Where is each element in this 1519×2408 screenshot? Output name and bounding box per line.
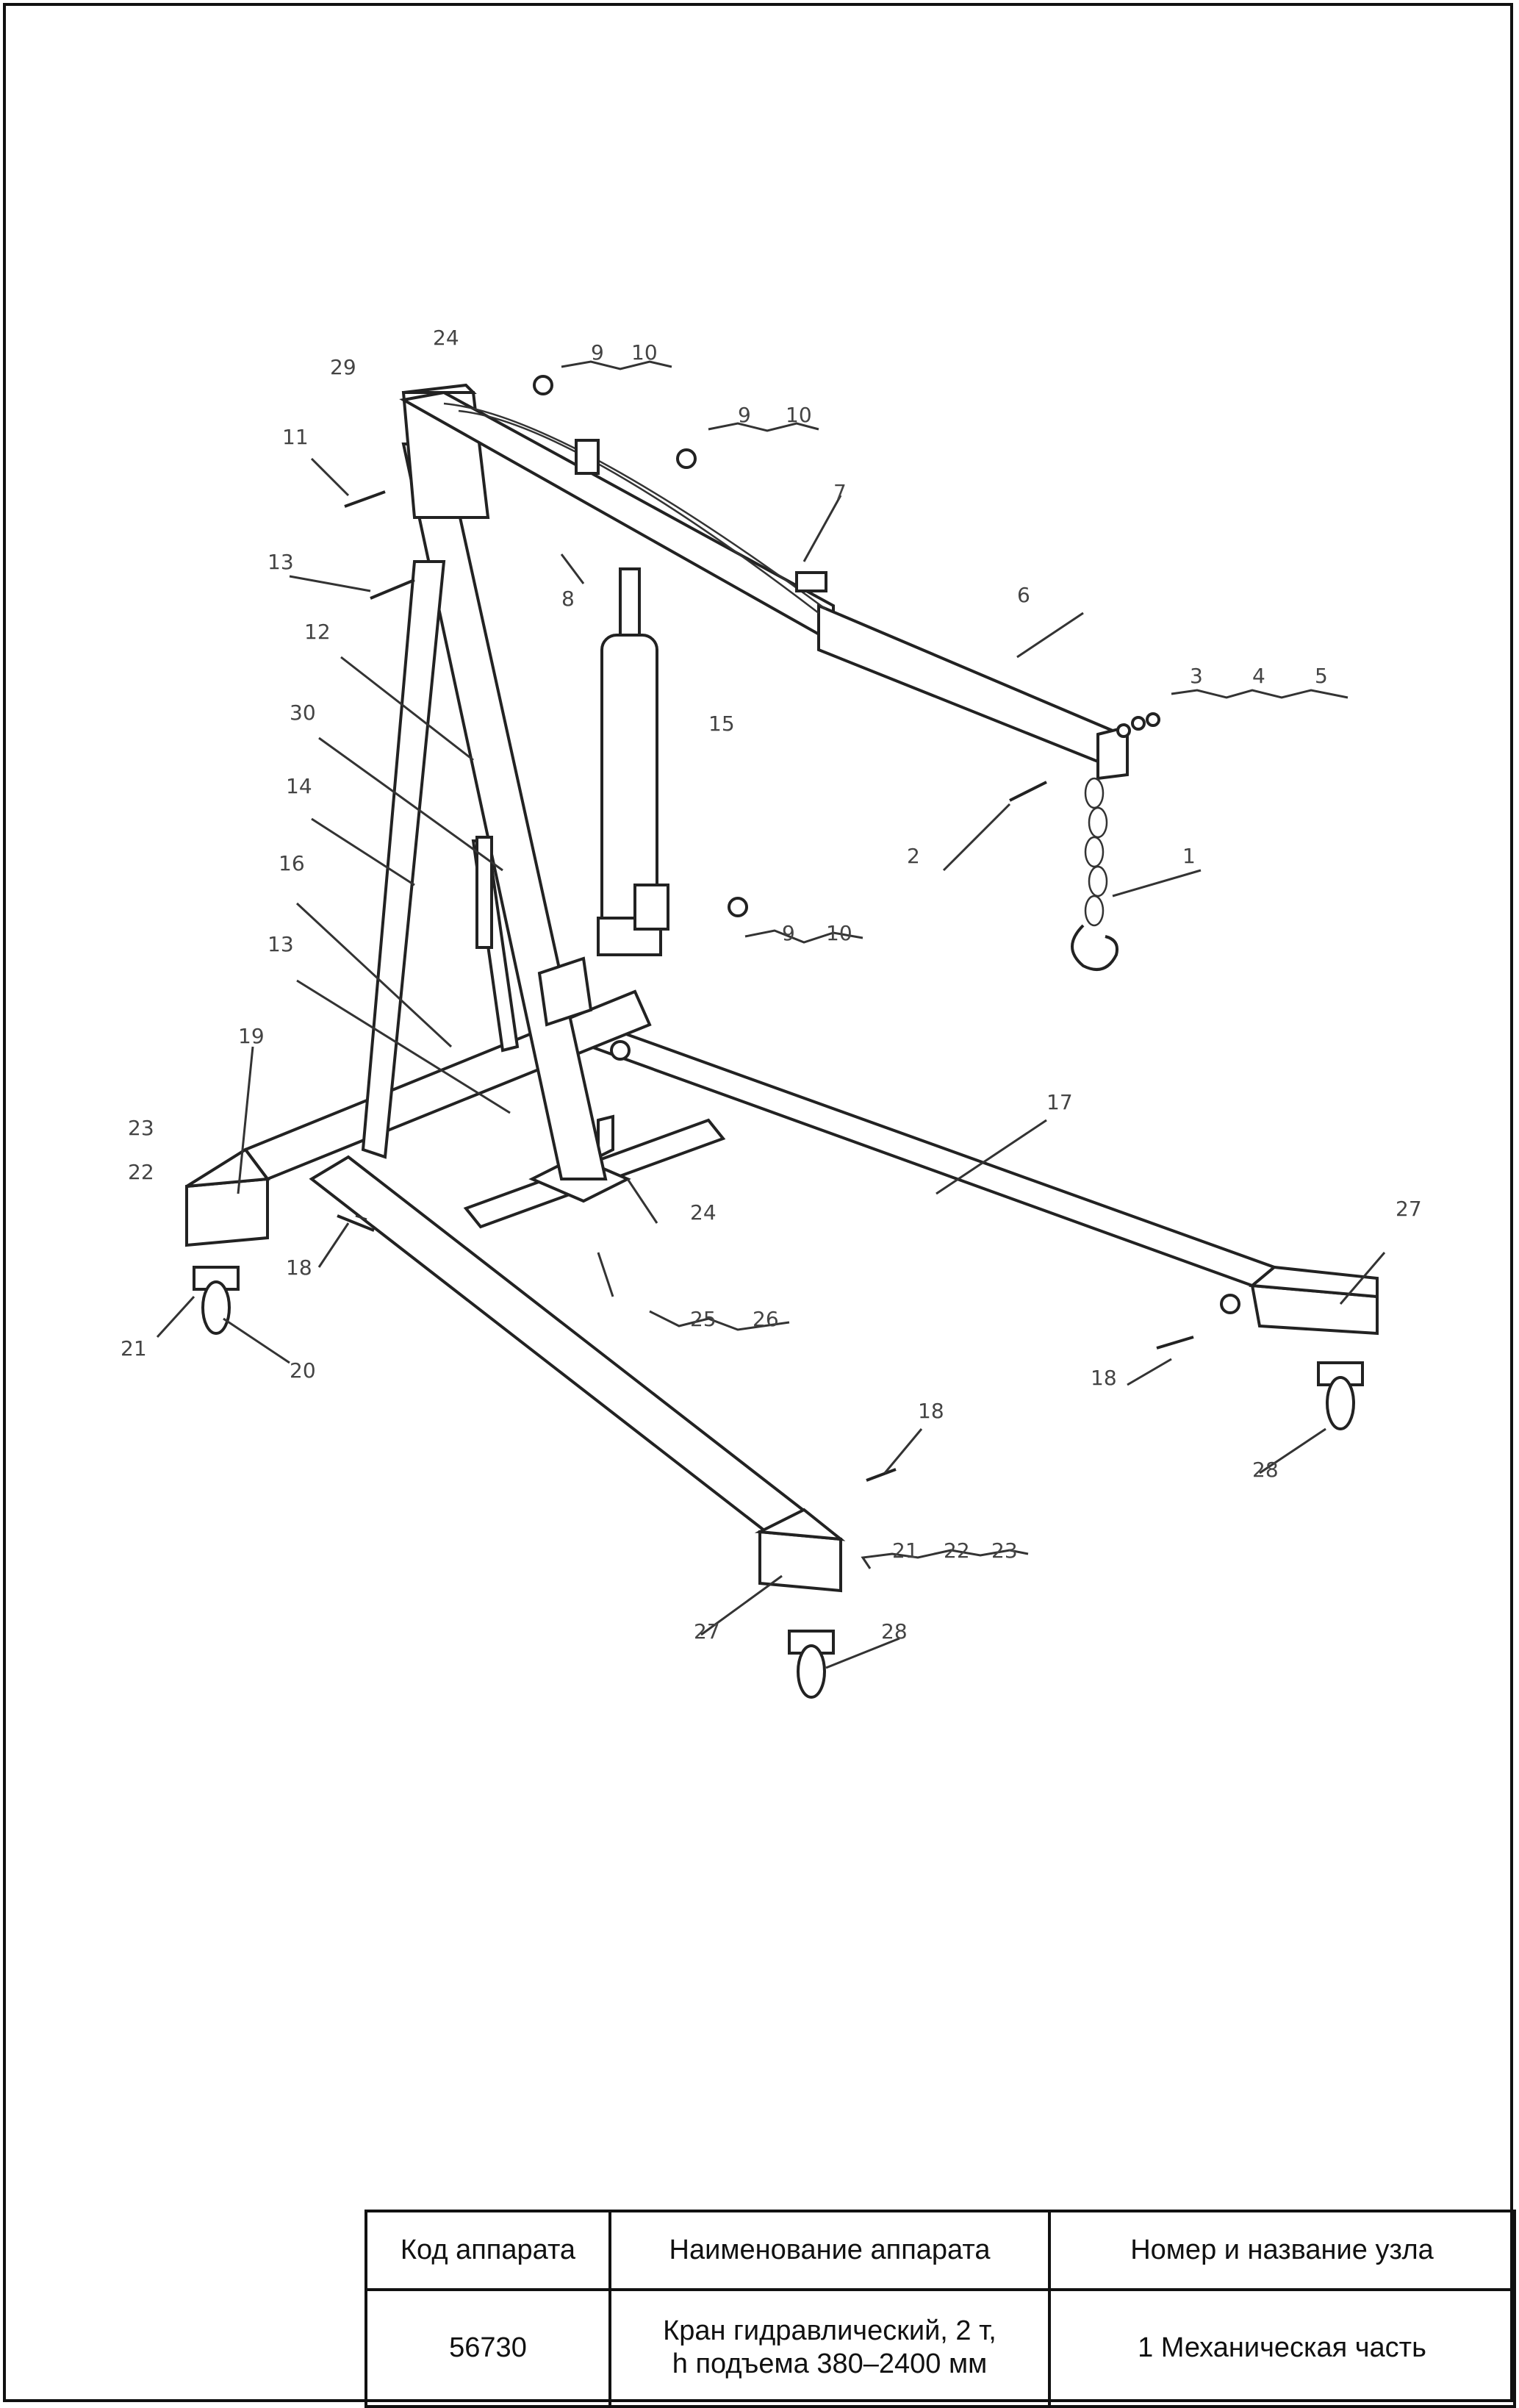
exploded-crane-diagram: 1 2 3 4 5 6 7 8 9 10 9 10 9 10 11 12 13 … (121, 326, 1422, 1699)
base-frame (185, 989, 1379, 1593)
drawing-sheet: 1 2 3 4 5 6 7 8 9 10 9 10 9 10 11 12 13 … (3, 3, 1516, 2408)
value-node: 1 Механическая часть (1048, 2287, 1516, 2408)
callout-22b: 22 (944, 1538, 970, 1563)
callout-27b: 27 (694, 1619, 720, 1644)
callout-10c: 10 (826, 921, 852, 945)
callout-9c: 9 (782, 921, 795, 945)
callout-3: 3 (1190, 664, 1203, 688)
callout-11: 11 (282, 425, 309, 449)
callout-12: 12 (304, 620, 331, 644)
callout-25: 25 (690, 1307, 717, 1331)
callout-labels: 1 2 3 4 5 6 7 8 9 10 9 10 9 10 11 12 13 … (121, 326, 1422, 1644)
pump-handle (471, 836, 593, 1053)
callout-18b: 18 (1091, 1366, 1117, 1390)
callout-20: 20 (290, 1358, 316, 1383)
callout-21b: 21 (892, 1538, 919, 1563)
callout-14: 14 (286, 774, 312, 798)
value-name-line2: h подъема 380–2400 мм (672, 2348, 988, 2380)
callout-2: 2 (907, 844, 920, 868)
chain-hook (1071, 777, 1118, 971)
callout-6: 6 (1017, 583, 1030, 607)
callout-28b: 28 (881, 1619, 908, 1644)
header-name: Наименование аппарата (608, 2210, 1051, 2291)
callout-18c: 18 (918, 1399, 944, 1423)
callout-18a: 18 (286, 1255, 312, 1280)
casters (193, 1266, 1364, 1699)
callout-10a: 10 (631, 340, 658, 365)
callout-5: 5 (1315, 664, 1328, 688)
leader-lines (156, 360, 1386, 1669)
callout-1: 1 (1182, 844, 1196, 868)
callout-10b: 10 (786, 403, 812, 427)
callout-24a: 24 (433, 326, 459, 350)
callout-21a: 21 (121, 1336, 147, 1361)
callout-24b: 24 (690, 1200, 717, 1225)
callout-9b: 9 (738, 403, 751, 427)
callout-28a: 28 (1252, 1458, 1279, 1482)
value-code: 56730 (365, 2287, 611, 2408)
callout-17: 17 (1046, 1090, 1073, 1114)
callout-19: 19 (238, 1024, 265, 1048)
callout-8: 8 (561, 587, 575, 611)
value-name: Кран гидравлический, 2 т, h подъема 380–… (608, 2287, 1051, 2408)
title-block: Код аппарата Наименование аппарата Номер… (365, 2210, 1516, 2408)
callout-29: 29 (330, 355, 356, 379)
header-node: Номер и название узла (1048, 2210, 1516, 2291)
callout-23a: 23 (128, 1116, 154, 1140)
callout-27a: 27 (1396, 1197, 1422, 1221)
callout-22a: 22 (128, 1160, 154, 1184)
callout-16: 16 (279, 851, 305, 875)
callout-7: 7 (833, 480, 847, 504)
callout-30: 30 (290, 700, 316, 725)
header-code: Код аппарата (365, 2210, 611, 2291)
callout-9a: 9 (591, 340, 604, 365)
callout-15: 15 (708, 712, 735, 736)
hydraulic-cylinder (597, 567, 669, 956)
callout-13a: 13 (267, 550, 294, 574)
fasteners (337, 375, 1240, 1482)
callout-23b: 23 (991, 1538, 1018, 1563)
callout-26: 26 (753, 1307, 779, 1331)
callout-4: 4 (1252, 664, 1265, 688)
value-name-line1: Кран гидравлический, 2 т, (663, 2315, 996, 2346)
callout-13b: 13 (267, 932, 294, 956)
boom (399, 390, 1129, 781)
